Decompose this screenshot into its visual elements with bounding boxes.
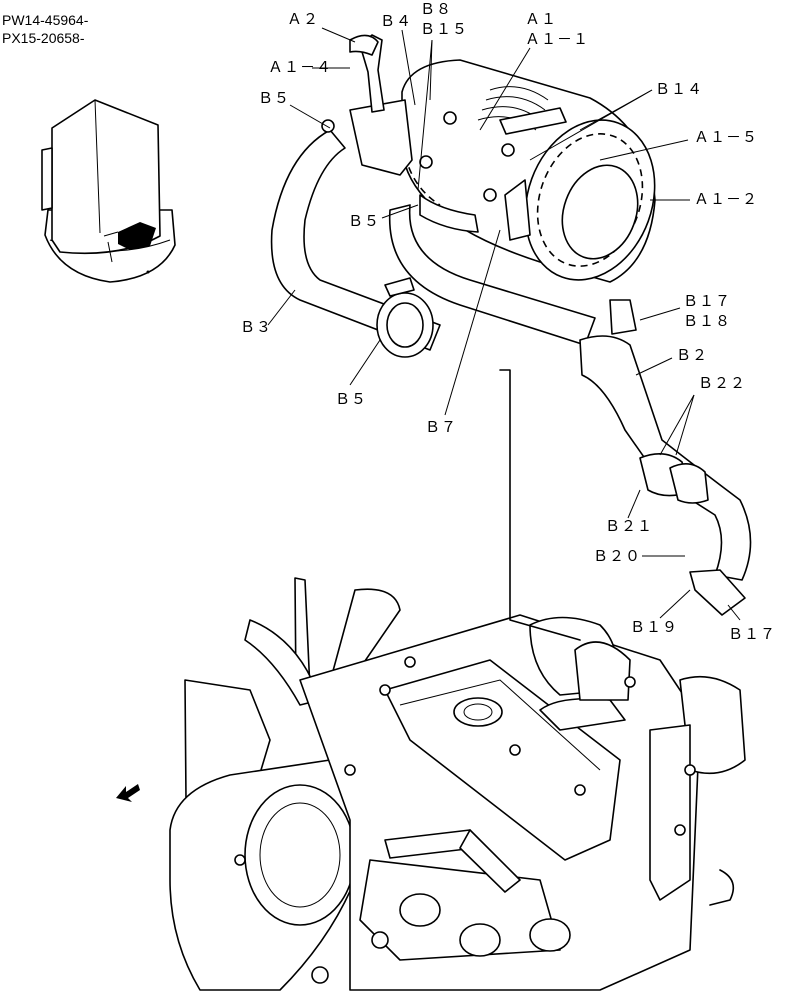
label-a1-4: Ａ１－４ [268,60,332,77]
label-b17-bottom: Ｂ１７ [728,627,776,644]
serial-range-2: PX15-20658- [2,30,85,46]
machine-locator-icon [41,99,176,283]
label-a1: Ａ１ [525,12,557,29]
hose-b3 [270,129,596,351]
label-b5-bottom: Ｂ５ [335,392,367,409]
precleaner-a2 [349,34,385,113]
label-b2: Ｂ２ [676,348,708,365]
label-b14: Ｂ１４ [655,82,703,99]
label-b7: Ｂ７ [425,420,457,437]
label-b22: Ｂ２２ [698,376,746,393]
label-b5-mid: Ｂ５ [348,214,380,231]
label-b19: Ｂ１９ [630,620,678,637]
label-b20: Ｂ２０ [593,549,641,566]
label-b15: Ｂ１５ [420,22,468,39]
label-b8: Ｂ８ [420,2,452,19]
label-b17-top: Ｂ１７ [683,294,731,311]
engine [169,369,746,991]
label-a2: Ａ２ [287,12,319,29]
band-b14 [483,107,567,241]
air-cleaner [401,59,656,283]
hose-b2 [579,299,752,616]
label-b21: Ｂ２１ [605,519,653,536]
clamp-b5 [376,277,434,358]
label-a1-2: Ａ１－２ [694,192,758,209]
label-b3: Ｂ３ [240,320,272,337]
label-b4: Ｂ４ [380,14,412,31]
label-b18: Ｂ１８ [683,314,731,331]
front-direction-arrow-icon [116,784,140,802]
bracket-b4 [349,99,457,176]
label-b5-top: Ｂ５ [258,91,290,108]
serial-range-1: PW14-45964- [2,12,89,28]
label-a1-5: Ａ１－５ [694,130,758,147]
clamp-b5-bolt [321,119,335,133]
label-a1-1: Ａ１－１ [525,32,589,49]
leader-lines [267,27,741,621]
callout-labels: Ａ２ Ａ１－４ Ｂ４ Ｂ８ Ｂ１５ Ａ１ Ａ１－１ Ｂ５ Ｂ１４ Ａ１－５ Ｂ５… [240,2,776,644]
